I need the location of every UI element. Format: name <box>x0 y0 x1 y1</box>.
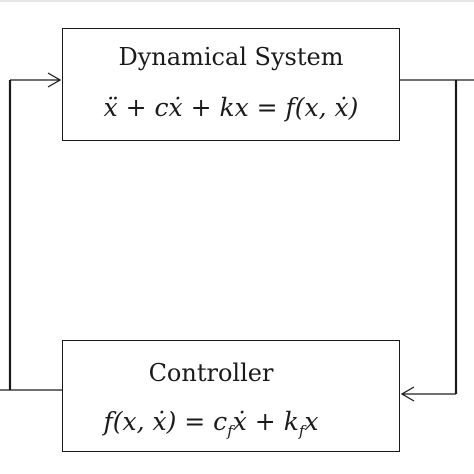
system-input-arrowhead <box>47 72 62 88</box>
system-block-title: Dynamical System <box>118 43 344 71</box>
controller-block-title: Controller <box>148 359 274 387</box>
controller-block: Controller f(x, ẋ) = cfẋ + kfx <box>62 340 400 452</box>
controller-equation: f(x, ẋ) = cfẋ + kfx <box>103 407 319 440</box>
controller-equation-lhs: f(x, ẋ) = c <box>103 407 228 436</box>
controller-input-arrowhead <box>400 386 415 402</box>
dynamical-system-block: Dynamical System ẍ + cẋ + kx = f(x, ẋ) <box>62 28 400 141</box>
system-equation: ẍ + cẋ + kx = f(x, ẋ) <box>103 93 359 122</box>
